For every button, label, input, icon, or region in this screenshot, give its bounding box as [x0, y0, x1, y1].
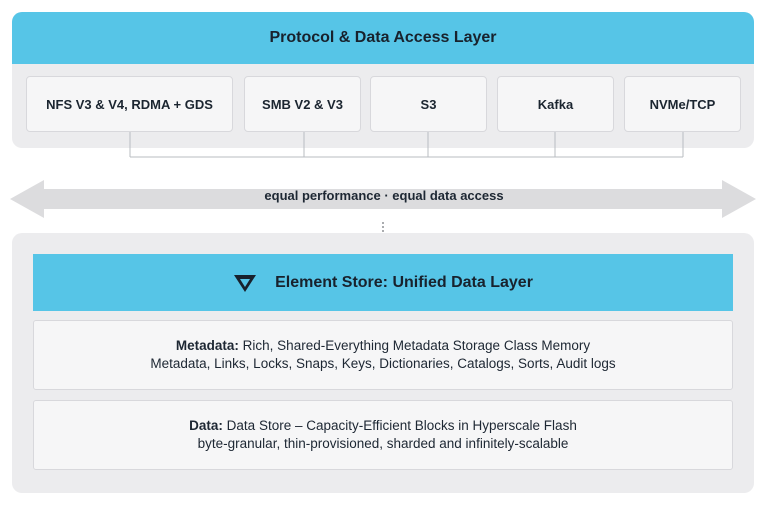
protocol-box-s3: S3 [370, 76, 487, 132]
data-title: Data: [189, 418, 223, 433]
metadata-desc: Rich, Shared-Everything Metadata Storage… [238, 338, 591, 353]
element-store-bar: Element Store: Unified Data Layer [33, 254, 733, 311]
protocol-box-nfs: NFS V3 & V4, RDMA + GDS [26, 76, 233, 132]
metadata-box: Metadata: Rich, Shared-Everything Metada… [33, 320, 733, 390]
vast-logo-icon [234, 274, 257, 292]
protocol-layer-title: Protocol & Data Access Layer [12, 12, 754, 64]
protocol-box-kafka: Kafka [497, 76, 614, 132]
data-box: Data: Data Store – Capacity-Efficient Bl… [33, 400, 733, 470]
data-line-1: Data: Data Store – Capacity-Efficient Bl… [189, 417, 577, 435]
metadata-line-1: Metadata: Rich, Shared-Everything Metada… [176, 337, 590, 355]
metadata-title: Metadata: [175, 338, 239, 353]
arrow-label: equal performance · equal data access [264, 188, 504, 203]
protocol-box-nvme: NVMe/TCP [624, 76, 741, 132]
element-store-title: Element Store: Unified Data Layer [275, 273, 533, 291]
protocol-box-smb: SMB V2 & V3 [244, 76, 361, 132]
metadata-line-2: Metadata, Links, Locks, Snaps, Keys, Dic… [150, 356, 616, 371]
data-desc: Data Store – Capacity-Efficient Blocks i… [222, 418, 577, 433]
data-line-2: byte-granular, thin-provisioned, sharded… [197, 436, 569, 451]
